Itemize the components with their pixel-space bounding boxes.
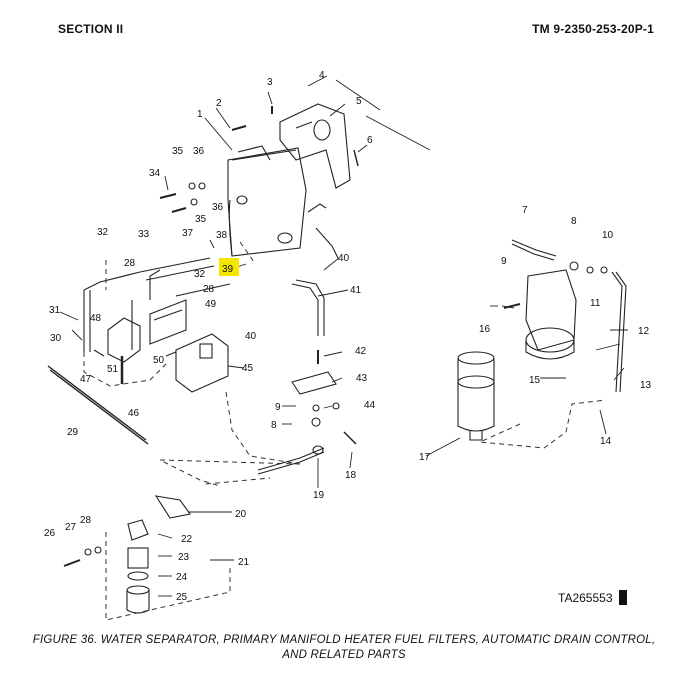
callout-20: 20 — [235, 509, 247, 520]
callout-25: 25 — [176, 592, 188, 603]
callout-12: 12 — [638, 326, 650, 337]
callout-7: 7 — [522, 205, 528, 216]
callout-36-bottom: 36 — [212, 202, 224, 213]
callout-33: 33 — [138, 229, 150, 240]
callout-26: 26 — [44, 528, 56, 539]
callout-34: 34 — [149, 168, 161, 179]
callout-28-left: 28 — [124, 258, 136, 269]
callout-6: 6 — [367, 135, 373, 146]
routing-lines — [83, 241, 607, 621]
callout-48: 48 — [90, 313, 102, 324]
callout-39: 39 — [222, 264, 234, 275]
callout-18: 18 — [345, 470, 357, 481]
callout-27: 27 — [65, 522, 77, 533]
callout-50: 50 — [153, 355, 165, 366]
tm-number: TM 9-2350-253-20P-1 — [532, 22, 654, 36]
callout-32-left: 32 — [97, 227, 109, 238]
callout-28-bottom: 28 — [80, 515, 92, 526]
callout-23: 23 — [178, 552, 190, 563]
callout-38: 38 — [216, 230, 228, 241]
callout-10: 10 — [602, 230, 614, 241]
callout-31: 31 — [49, 305, 61, 316]
callout-41: 41 — [350, 285, 362, 296]
figure-caption-line-1: FIGURE 36. WATER SEPARATOR, PRIMARY MANI… — [32, 634, 656, 646]
callout-28-mid: 28 — [203, 284, 215, 295]
callout-3: 3 — [267, 77, 273, 88]
callout-9-right: 9 — [501, 256, 507, 267]
callout-35-bottom: 35 — [195, 214, 207, 225]
callout-4: 4 — [319, 70, 325, 81]
figure-caption-line-2: AND RELATED PARTS — [282, 649, 406, 661]
callout-14: 14 — [600, 436, 612, 447]
parts-drawing — [47, 103, 627, 614]
callout-40-right: 40 — [338, 253, 350, 264]
ta-marker-block — [619, 590, 627, 605]
callout-44: 44 — [364, 400, 376, 411]
callout-labels: 1 2 3 4 5 6 7 8 8 9 9 10 11 12 13 14 15 … — [44, 70, 652, 603]
callout-32-mid: 32 — [194, 269, 206, 280]
callout-24: 24 — [176, 572, 188, 583]
callout-9-center: 9 — [275, 402, 281, 413]
callout-19: 19 — [313, 490, 325, 501]
callout-45: 45 — [242, 363, 254, 374]
callout-39-highlight — [219, 258, 239, 276]
callout-47: 47 — [80, 374, 92, 385]
callout-22: 22 — [181, 534, 193, 545]
callout-2: 2 — [216, 98, 222, 109]
callout-49: 49 — [205, 299, 217, 310]
callout-15: 15 — [529, 375, 541, 386]
callout-36-top: 36 — [193, 146, 205, 157]
callout-35-top: 35 — [172, 146, 184, 157]
callout-8-right: 8 — [571, 216, 577, 227]
callout-37: 37 — [182, 228, 194, 239]
callout-29: 29 — [67, 427, 79, 438]
callout-21: 21 — [238, 557, 250, 568]
callout-46: 46 — [128, 408, 140, 419]
callout-8-center: 8 — [271, 420, 277, 431]
callout-42: 42 — [355, 346, 367, 357]
callout-11: 11 — [590, 298, 601, 309]
callout-5: 5 — [356, 96, 362, 107]
callout-17: 17 — [419, 452, 431, 463]
callout-13: 13 — [640, 380, 652, 391]
callout-51: 51 — [107, 364, 119, 375]
callout-43: 43 — [356, 373, 368, 384]
leader-lines — [59, 75, 628, 597]
ta-number: TA265553 — [558, 591, 613, 605]
callout-16: 16 — [479, 324, 491, 335]
section-header: SECTION II — [58, 22, 124, 36]
callout-1: 1 — [197, 109, 203, 120]
callout-30: 30 — [50, 333, 62, 344]
callout-40-center: 40 — [245, 331, 257, 342]
